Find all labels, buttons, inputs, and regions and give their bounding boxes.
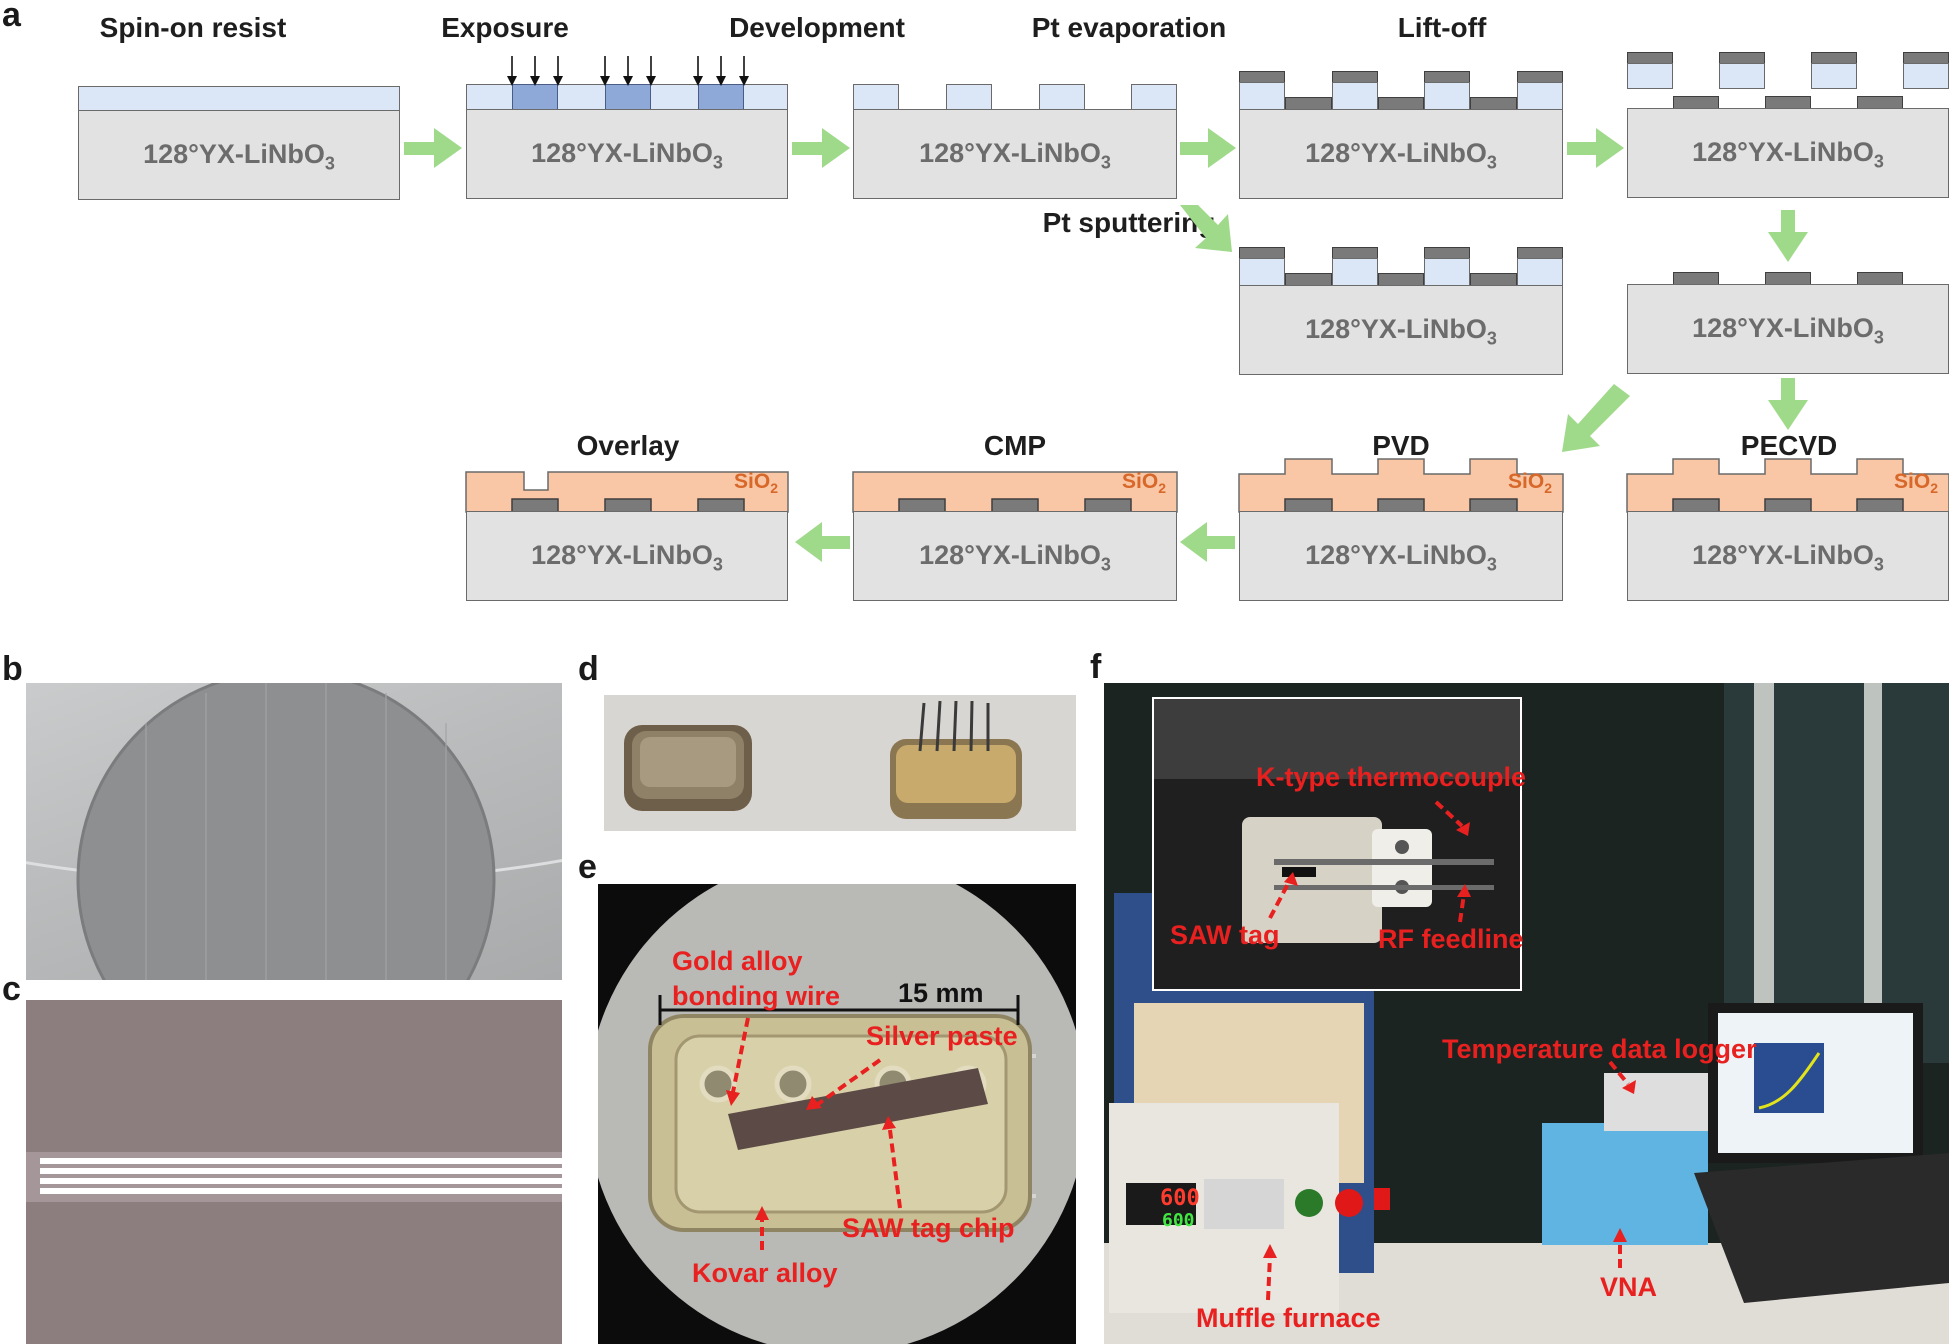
flow-arrow (404, 128, 462, 168)
step-title-cmp: CMP (983, 430, 1047, 461)
wafer-photo (26, 683, 562, 980)
step-title-development: Development (729, 12, 905, 43)
label-muffle-furnace: Muffle furnace (1196, 1303, 1381, 1333)
flow-arrow (1562, 384, 1630, 452)
substrate: 128°YX-LiNbO3 (1627, 108, 1949, 198)
scale-bar-label: 15 mm (898, 978, 984, 1008)
label-silver-paste: Silver paste (866, 1021, 1018, 1051)
panel-letter-b: b (2, 650, 23, 688)
step-title-pecvd: PECVD (1740, 430, 1838, 461)
panel-letter-f: f (1090, 648, 1102, 686)
substrate: 128°YX-LiNbO3 (1627, 511, 1949, 601)
inset-photo (1152, 697, 1522, 991)
resist-block (1517, 82, 1563, 110)
resist-block (946, 84, 992, 110)
substrate: 128°YX-LiNbO3 (1627, 284, 1949, 374)
resist-block (1424, 258, 1470, 286)
substrate-label: 128°YX-LiNbO (919, 138, 1101, 169)
substrate: 128°YX-LiNbO3 (1239, 285, 1563, 375)
resist-block (1903, 63, 1949, 89)
substrate-subscript: 3 (712, 152, 723, 173)
flow-arrow (1180, 128, 1236, 168)
label-thermocouple: K-type thermocouple (1256, 762, 1527, 792)
substrate: 128°YX-LiNbO3 (853, 511, 1177, 601)
substrate-subscript: 3 (1486, 554, 1497, 575)
substrate-subscript: 3 (1873, 151, 1884, 172)
label-vna: VNA (1600, 1272, 1658, 1302)
substrate-subscript: 3 (712, 554, 723, 575)
label-saw-tag-chip: SAW tag chip (842, 1213, 1015, 1243)
substrate-subscript: 3 (1873, 554, 1884, 575)
substrate-label: 128°YX-LiNbO (531, 540, 713, 571)
sio2-label: SiO2 (1894, 470, 1938, 497)
flow-arrow (1180, 522, 1235, 562)
label-kovar-alloy: Kovar alloy (692, 1258, 838, 1288)
sio2-label: SiO2 (1122, 470, 1166, 497)
substrate-subscript: 3 (1873, 327, 1884, 348)
label-data-logger: Temperature data logger (1442, 1034, 1757, 1064)
substrate: 128°YX-LiNbO3 (466, 109, 788, 199)
substrate-label: 128°YX-LiNbO (1692, 137, 1874, 168)
flow-arrow (1768, 210, 1808, 262)
flow-arrow (792, 128, 850, 168)
substrate-label: 128°YX-LiNbO (919, 540, 1101, 571)
substrate-label: 128°YX-LiNbO (1692, 540, 1874, 571)
resist-block (853, 84, 899, 110)
package-photo (604, 695, 1076, 831)
substrate-subscript: 3 (1486, 152, 1497, 173)
label-bonding-wire-1: Gold alloy (672, 946, 803, 976)
sio2-label: SiO2 (734, 470, 778, 497)
chip-microscope-photo (598, 884, 1076, 1344)
panel-letter-c: c (2, 970, 21, 1008)
panel-letter-d: d (578, 650, 599, 688)
substrate: 128°YX-LiNbO3 (78, 110, 400, 200)
resist-block (1811, 63, 1857, 89)
step-title-pt-evaporation: Pt evaporation (1031, 12, 1227, 43)
resist-block (1332, 82, 1378, 110)
step-title-spin: Spin-on resist (99, 12, 287, 43)
substrate-label: 128°YX-LiNbO (1692, 313, 1874, 344)
furnace-readout-2: 600 (1162, 1210, 1195, 1231)
substrate-label: 128°YX-LiNbO (143, 139, 325, 170)
substrate-subscript: 3 (324, 153, 335, 174)
substrate-label: 128°YX-LiNbO (1305, 540, 1487, 571)
flow-arrow (1768, 378, 1808, 430)
label-saw-tag: SAW tag (1170, 920, 1280, 950)
resist-block (1239, 258, 1285, 286)
flow-arrow (1180, 205, 1232, 252)
substrate-label: 128°YX-LiNbO (1305, 314, 1487, 345)
substrate-subscript: 3 (1486, 328, 1497, 349)
step-title-exposure: Exposure (441, 12, 569, 43)
flow-arrow (795, 522, 850, 562)
step-title-overlay: Overlay (576, 430, 680, 461)
substrate: 128°YX-LiNbO3 (853, 109, 1177, 199)
electrode-microscope-photo (26, 1000, 562, 1344)
sio2-label: SiO2 (1508, 470, 1552, 497)
resist-block (1627, 63, 1673, 89)
panel-letter-e: e (578, 848, 597, 886)
substrate: 128°YX-LiNbO3 (466, 511, 788, 601)
label-bonding-wire-2: bonding wire (672, 981, 840, 1011)
substrate-label: 128°YX-LiNbO (1305, 138, 1487, 169)
step-title-liftoff: Lift-off (1397, 12, 1487, 43)
panel-letter-a: a (2, 0, 21, 34)
substrate: 128°YX-LiNbO3 (1239, 511, 1563, 601)
flow-arrow (1567, 128, 1624, 168)
substrate-subscript: 3 (1100, 152, 1111, 173)
step-title-pvd: PVD (1372, 430, 1430, 461)
resist-block (1332, 258, 1378, 286)
substrate: 128°YX-LiNbO3 (1239, 109, 1563, 199)
resist-block (1719, 63, 1765, 89)
substrate-label: 128°YX-LiNbO (531, 138, 713, 169)
uv-exposure-arrows (507, 56, 749, 86)
substrate-subscript: 3 (1100, 554, 1111, 575)
furnace-readout-1: 600 (1160, 1186, 1200, 1211)
label-rf-feedline: RF feedline (1378, 924, 1524, 954)
resist-block (1131, 84, 1177, 110)
